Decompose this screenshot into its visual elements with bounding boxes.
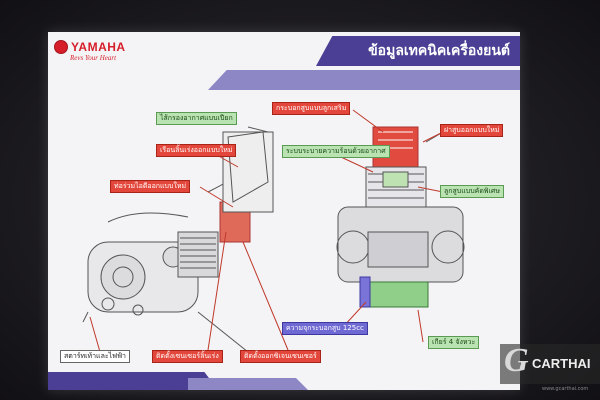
- tuning-fork-emblem-icon: [54, 40, 68, 54]
- gcarthai-watermark: G CARTHAI www.gcarthai.com: [500, 340, 600, 400]
- brand-tagline: Revs Your Heart: [70, 54, 117, 62]
- label-new-intake-pipe: ท่อร่วมไอดีออกแบบใหม่: [110, 180, 191, 193]
- presentation-slide: ข้อมูลเทคนิคเครื่องยนต์ YAMAHA Revs Your…: [48, 32, 520, 390]
- slide-title: ข้อมูลเทคนิคเครื่องยนต์: [368, 43, 510, 59]
- engine-front-view: [336, 126, 465, 308]
- label-cylinder-cover: ฝาสูบออกแบบใหม่: [440, 124, 504, 137]
- watermark-background: [500, 344, 600, 384]
- title-banner: [316, 36, 520, 66]
- label-starter: สตาร์ทเท้าและไฟฟ้า: [60, 350, 130, 363]
- label-cylinder-head: กระบอกสูบแบบลูกเสริม: [272, 102, 351, 115]
- bottom-stripe: [48, 372, 218, 390]
- label-air-filter: ไส้กรองอากาศแบบเปียก: [156, 112, 237, 125]
- label-displacement: ความจุกระบอกสูบ 125cc: [282, 322, 368, 335]
- engine-side-view: [82, 126, 274, 353]
- engine-diagram: [82, 109, 465, 353]
- label-o2-sensor: ติดตั้งออกซิเจนเซนเซอร์: [240, 350, 321, 363]
- watermark-letter: G: [504, 342, 529, 379]
- label-piston: ลูกสูบแบบคัดพิเศษ: [440, 185, 504, 198]
- label-new-intake: เรือนลิ้นเร่งออกแบบใหม่: [156, 144, 237, 157]
- label-cooling: ระบบระบายความร้อนด้วยอากาศ: [282, 145, 390, 158]
- title-banner-stripe: [208, 70, 520, 90]
- bottom-stripe-secondary: [188, 378, 308, 390]
- watermark-url: www.gcarthai.com: [542, 386, 589, 392]
- label-gear: เกียร์ 4 จังหวะ: [428, 336, 480, 349]
- label-throttle-sensor: ติดตั้งเซนเซอร์ลิ้นเร่ง: [152, 350, 223, 363]
- watermark-name: CARTHAI: [532, 356, 591, 371]
- yamaha-logo: YAMAHA: [54, 40, 126, 54]
- brand-name: YAMAHA: [71, 40, 126, 54]
